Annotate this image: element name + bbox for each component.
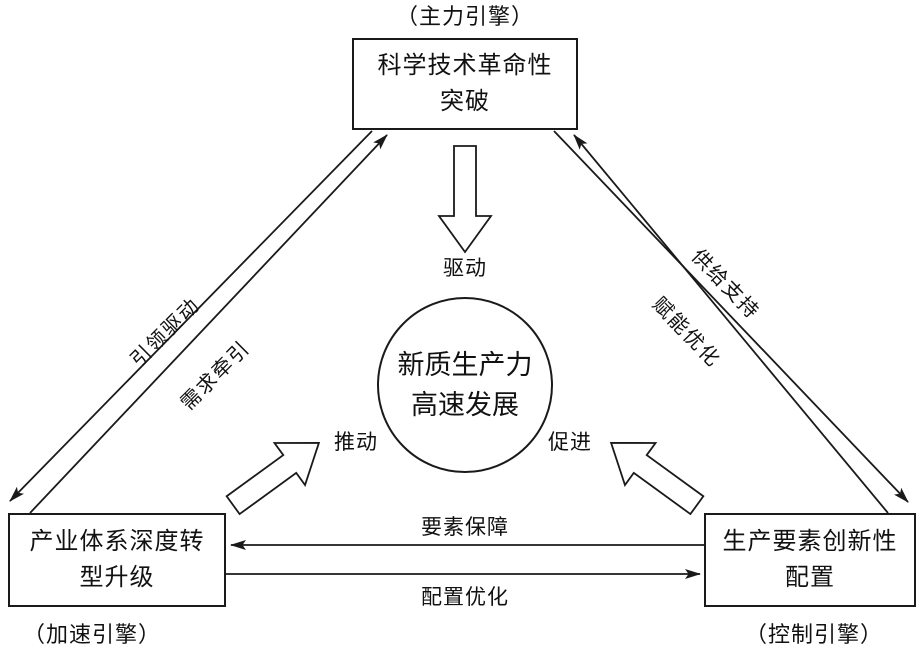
arrow-industry-to-science <box>29 134 388 514</box>
node-science-box: 科学技术革命性 突破 <box>352 38 578 130</box>
block-arrow-drive-label: 驱动 <box>443 256 487 280</box>
node-factors-box: 生产要素创新性 配置 <box>704 513 916 607</box>
block-arrow-push-label: 推动 <box>334 430 378 454</box>
block-arrow-promote-icon <box>609 441 705 516</box>
arrow-science-to-industry <box>9 130 373 502</box>
engine-tag-control: （控制引擎） <box>744 622 884 647</box>
node-factors-label: 生产要素创新性 配置 <box>722 529 898 591</box>
center-circle-label: 新质生产力 高速发展 <box>397 349 533 421</box>
edge-label-factor-guarantee: 要素保障 <box>421 515 509 539</box>
block-arrow-push-icon <box>225 441 321 516</box>
engine-tag-accelerate: （加速引擎） <box>22 622 162 647</box>
edge-label-allocation-optimize: 配置优化 <box>421 585 509 609</box>
arrow-factors-to-science <box>573 134 889 514</box>
node-science-label: 科学技术革命性 突破 <box>377 53 553 115</box>
block-arrow-drive-icon <box>437 145 493 254</box>
node-industry-box: 产业体系深度转 型升级 <box>8 513 226 607</box>
arrow-science-to-factors <box>553 130 909 503</box>
engine-tag-main: （主力引擎） <box>395 4 535 29</box>
node-industry-label: 产业体系深度转 型升级 <box>29 529 205 591</box>
center-circle: 新质生产力 高速发展 <box>377 297 553 473</box>
block-arrow-promote-label: 促进 <box>548 430 592 454</box>
